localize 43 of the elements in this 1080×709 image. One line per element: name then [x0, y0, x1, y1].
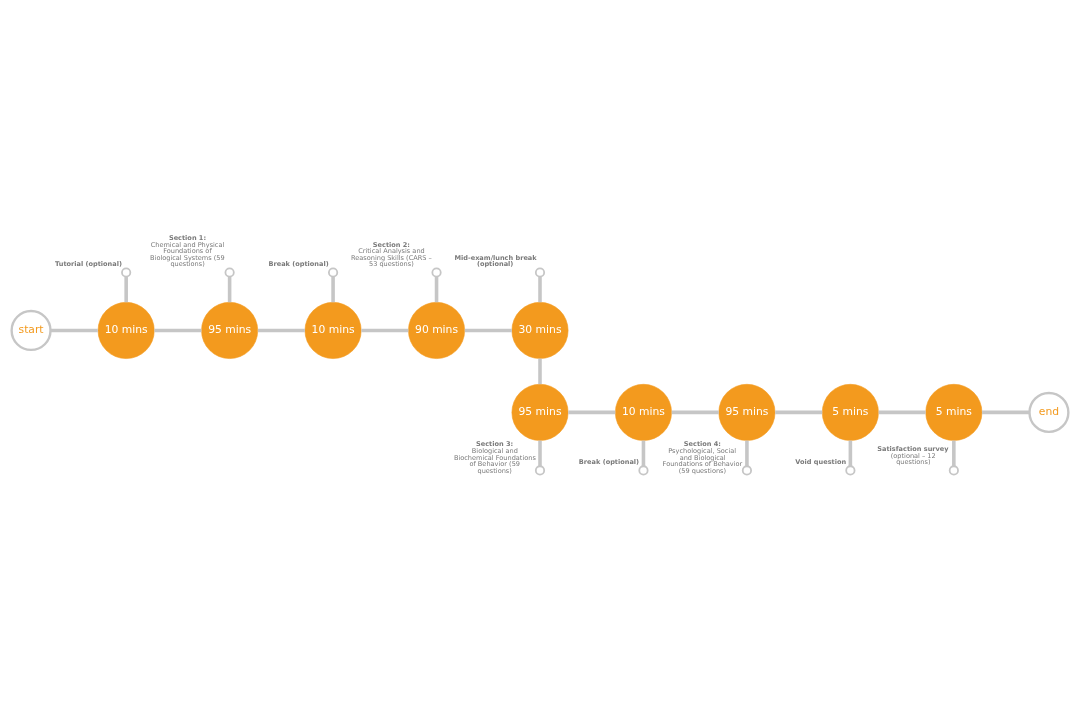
connector	[361, 328, 409, 332]
node-circle	[845, 464, 856, 475]
node-circle: 95 mins	[511, 383, 569, 441]
connector	[568, 410, 616, 414]
connector	[641, 440, 646, 466]
connector	[434, 276, 439, 302]
connector	[775, 410, 823, 414]
node-circle: 5 mins	[821, 383, 879, 441]
node-circle: 10 mins	[97, 301, 155, 359]
node-circle	[328, 266, 339, 278]
connector	[878, 410, 926, 414]
connector	[124, 276, 128, 302]
node-circle	[534, 464, 546, 475]
connector	[331, 276, 335, 302]
node-circle: end	[1028, 391, 1070, 433]
node-circle	[638, 464, 649, 475]
connector	[982, 410, 1030, 414]
node-circle	[741, 464, 752, 475]
node-circle	[534, 266, 546, 278]
connector	[154, 328, 202, 332]
connector	[257, 328, 305, 332]
node-circle: 95 mins	[718, 383, 776, 441]
node-circle	[121, 266, 132, 278]
node-circle: 10 mins	[304, 301, 362, 359]
connector	[538, 276, 542, 302]
node-circle: 10 mins	[615, 383, 672, 441]
connector	[50, 328, 98, 332]
node-circle	[948, 464, 959, 475]
connector	[848, 440, 853, 466]
node-circle: 95 mins	[201, 301, 259, 359]
node-circle: 5 mins	[925, 383, 983, 441]
node-circle: start	[10, 309, 52, 351]
connector	[671, 410, 719, 414]
node-circle: 90 mins	[408, 301, 465, 359]
node-circle	[431, 266, 442, 278]
connector	[745, 440, 749, 466]
connector	[464, 328, 512, 332]
node-circle: 30 mins	[511, 301, 569, 359]
connector	[538, 358, 542, 384]
connector	[952, 440, 956, 466]
node-circle	[224, 266, 235, 278]
connector	[227, 276, 232, 302]
connector	[538, 440, 542, 466]
